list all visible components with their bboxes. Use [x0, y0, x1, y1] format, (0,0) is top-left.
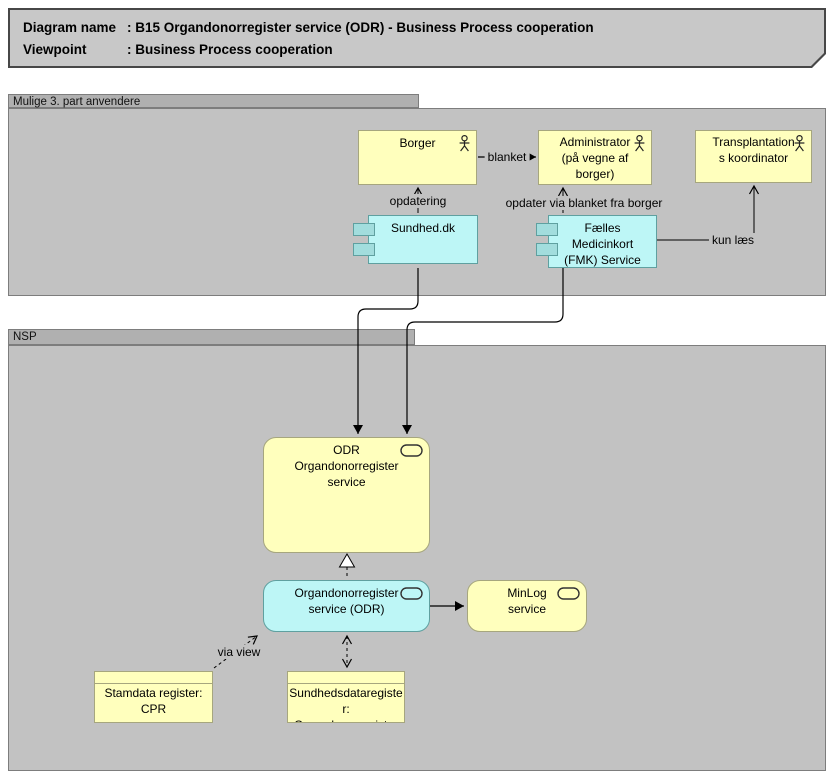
business-actor-icon: [633, 135, 646, 156]
component-port-icon: [536, 243, 558, 256]
node-odr-organdonorregister-service[interactable]: ODR Organdonorregister service: [263, 437, 430, 553]
title-row-label: Diagram name: [23, 20, 117, 35]
node-sundhedsdataregister-organdonorregister[interactable]: Sundhedsdataregiste r: Organdonorregiste…: [287, 671, 405, 723]
title-text: Diagram name : B15 Organdonorregister se…: [10, 10, 824, 61]
label-blanket: blanket: [484, 150, 530, 164]
label-opdater-via-blanket: opdater via blanket fra borger: [502, 196, 666, 210]
application-service-icon: [400, 444, 423, 461]
data-object-band-icon: [288, 672, 404, 684]
node-transplantations-koordinator[interactable]: Transplantation s koordinator: [695, 130, 812, 183]
application-service-icon: [557, 587, 580, 604]
component-port-icon: [536, 223, 558, 236]
component-port-icon: [353, 223, 375, 236]
node-organdonorregister-service-odr[interactable]: Organdonorregister service (ODR): [263, 580, 430, 632]
data-object-band-icon: [95, 672, 212, 684]
node-administrator[interactable]: Administrator (på vegne af borger): [538, 130, 652, 185]
component-port-icon: [353, 243, 375, 256]
node-sundhed-dk[interactable]: Sundhed.dk: [368, 215, 478, 264]
group-tab-mulige-3-part-anvendere[interactable]: Mulige 3. part anvendere: [8, 94, 419, 108]
node-fmk-service[interactable]: Fælles Medicinkort (FMK) Service: [548, 215, 657, 268]
title-row-label: Viewpoint: [23, 42, 87, 57]
label-kun-laes: kun læs: [708, 233, 758, 247]
node-borger[interactable]: Borger: [358, 130, 477, 185]
label-opdatering: opdatering: [386, 194, 450, 208]
node-minlog-service[interactable]: MinLog service: [467, 580, 587, 632]
title-row-value: : Business Process cooperation: [127, 42, 333, 57]
group-tab-nsp[interactable]: NSP: [8, 329, 415, 345]
business-actor-icon: [793, 135, 806, 156]
title-block: Diagram name : B15 Organdonorregister se…: [8, 8, 826, 68]
application-service-icon: [400, 587, 423, 604]
label-via-view: via view: [214, 645, 264, 659]
business-actor-icon: [458, 135, 471, 156]
title-row-value: : B15 Organdonorregister service (ODR) -…: [127, 20, 594, 35]
node-stamdata-register-cpr[interactable]: Stamdata register: CPR: [94, 671, 213, 723]
